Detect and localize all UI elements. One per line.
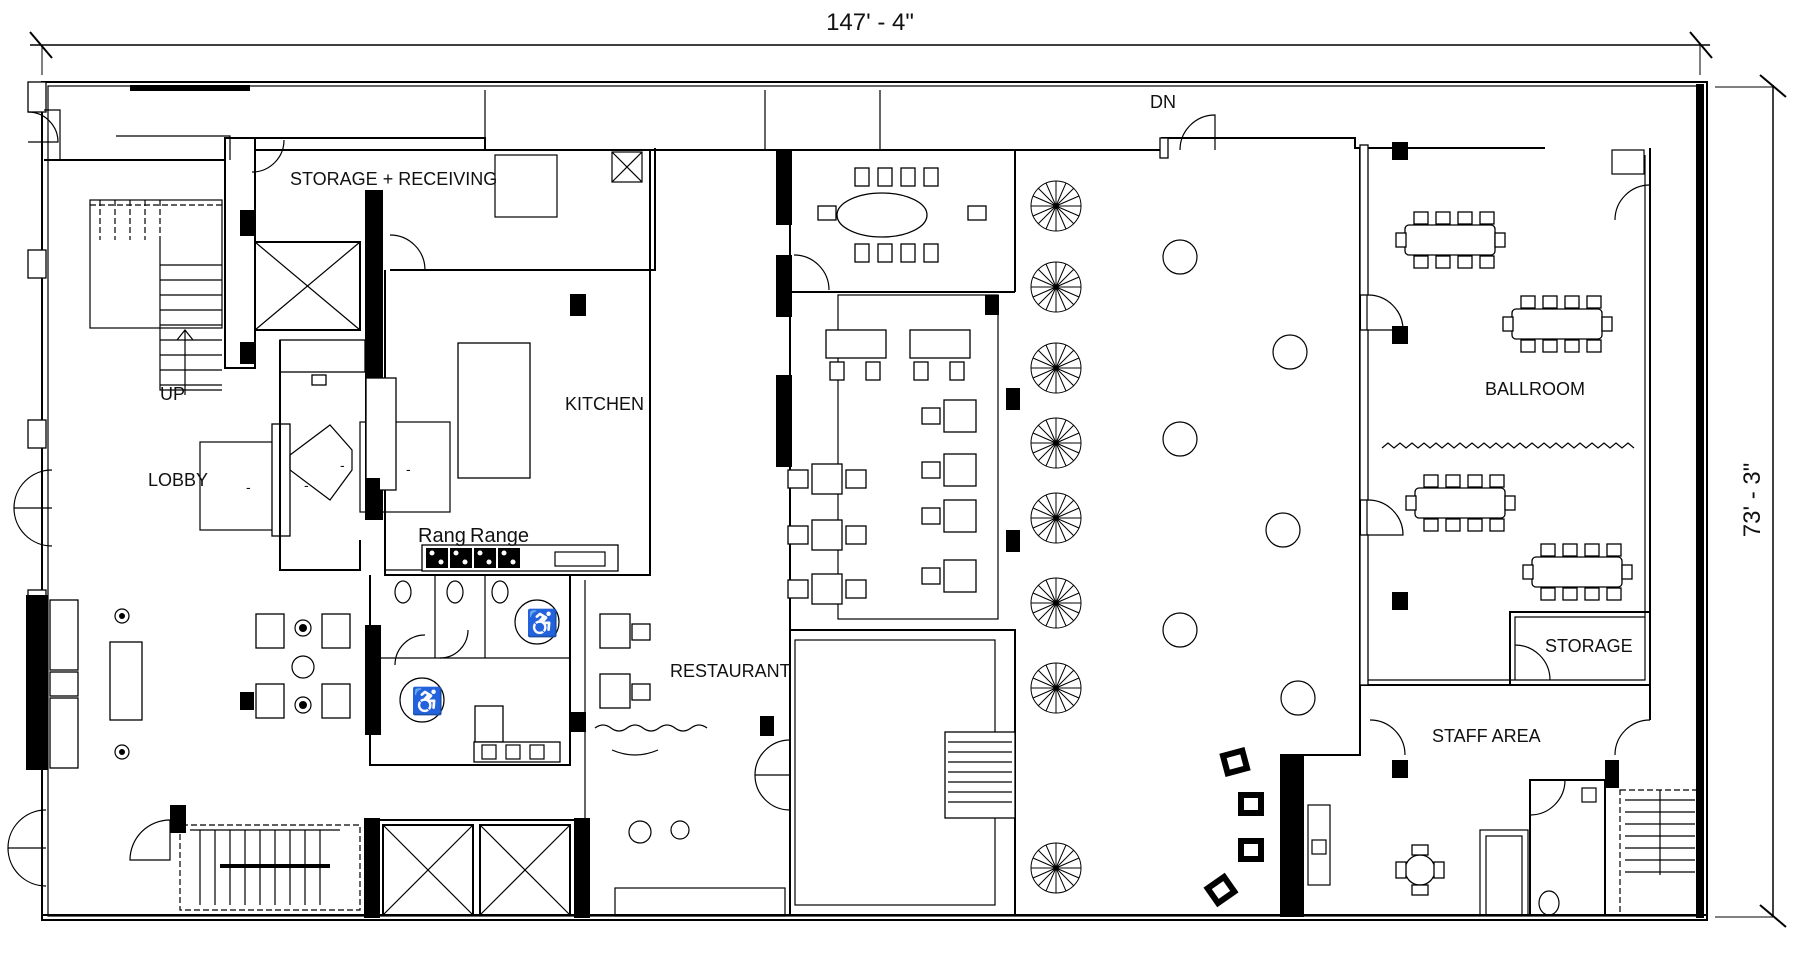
- door-tag: -: [246, 479, 251, 495]
- dimension-height-label: 73' - 3": [1739, 463, 1766, 537]
- prefunction-corridor: DN: [1015, 92, 1545, 908]
- room-label-storage-receiving: STORAGE + RECEIVING: [290, 169, 497, 189]
- kitchen-zone: Rang Range KITCHEN: [365, 150, 651, 576]
- round-table: [1395, 844, 1445, 896]
- door-tag: -: [340, 457, 345, 473]
- staff-area-zone: STAFF AREA: [1280, 685, 1701, 917]
- room-label-storage: STORAGE: [1545, 636, 1633, 656]
- dimension-width-label: 147' - 4": [826, 9, 914, 36]
- accessible-icon: ♿: [411, 686, 443, 716]
- banquet-table: [1405, 474, 1516, 532]
- room-label-restaurant: RESTAURANT: [670, 661, 791, 681]
- accessible-icon: ♿: [526, 608, 558, 638]
- palm-trees: [1030, 180, 1082, 894]
- appliance-label-range: Range: [470, 525, 529, 547]
- stair-down-label: DN: [1150, 92, 1176, 112]
- dimension-right: 73' - 3": [1715, 74, 1787, 928]
- banquet-table: [1395, 211, 1506, 269]
- appliance-label-rang: Rang: [418, 525, 466, 547]
- columns: [1162, 239, 1316, 716]
- lounge-chairs: [1203, 747, 1264, 908]
- room-label-staff-area: STAFF AREA: [1432, 726, 1541, 746]
- door-tag: -: [406, 461, 411, 477]
- range-cooktop: [426, 548, 606, 568]
- room-label-ballroom: BALLROOM: [1485, 379, 1585, 399]
- room-label-kitchen: KITCHEN: [565, 394, 644, 414]
- restaurant-zone: RESTAURANT: [570, 149, 1020, 917]
- ballroom-zone: STORAGE BALLROOM: [1359, 142, 1651, 686]
- dimension-top: 147' - 4": [29, 9, 1713, 75]
- main-stair: UP: [89, 138, 256, 404]
- stair-up-label: UP: [160, 384, 185, 404]
- lobby-zone: - - - - LOBBY: [7, 90, 881, 887]
- banquet-table: [1502, 295, 1613, 353]
- room-label-lobby: LOBBY: [148, 470, 208, 490]
- banquet-table: [1522, 543, 1633, 601]
- restrooms: ♿ ♿: [365, 575, 586, 766]
- core-elevators: [129, 805, 590, 918]
- door-tag: -: [304, 477, 309, 493]
